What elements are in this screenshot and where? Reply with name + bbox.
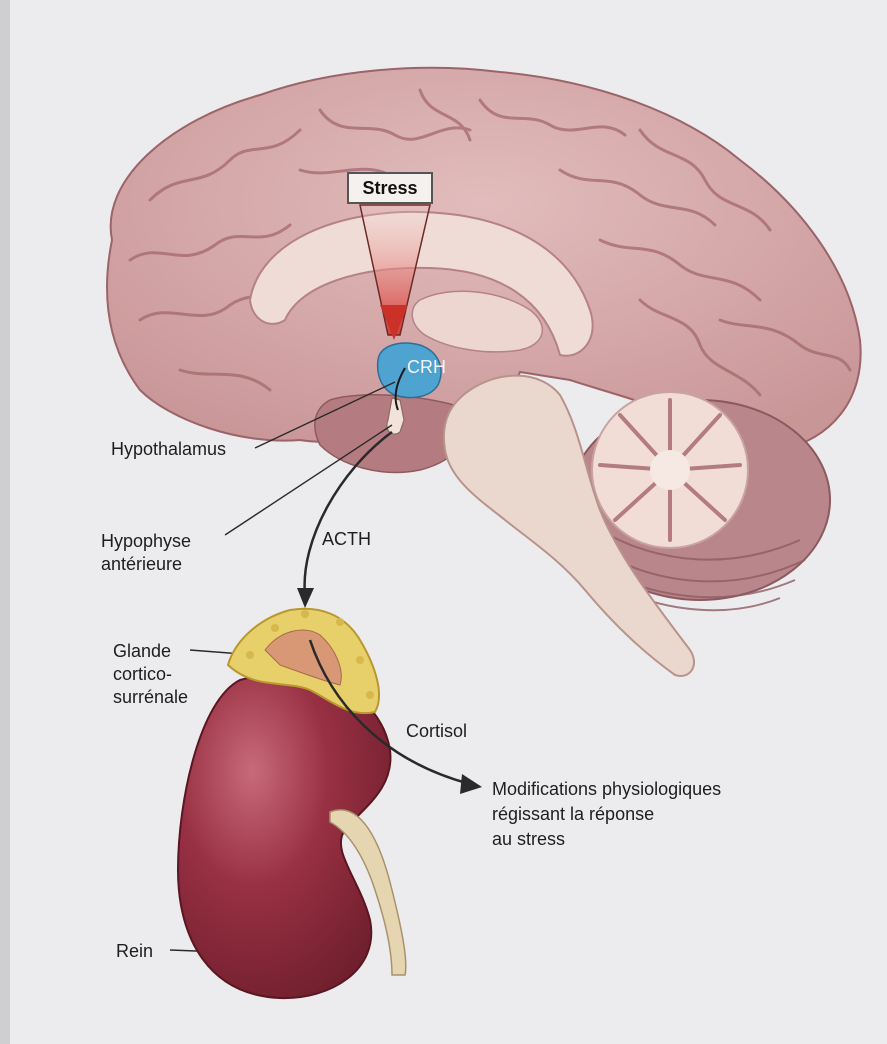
modifications-label-line2: régissant la réponse xyxy=(492,803,654,825)
rein-label: Rein xyxy=(116,940,153,962)
glande-label-line1: Glande xyxy=(113,640,171,662)
crh-label: CRH xyxy=(407,356,446,378)
hypothalamus-label: Hypothalamus xyxy=(111,438,226,460)
modifications-label-line1: Modifications physiologiques xyxy=(492,778,721,800)
stress-label: Stress xyxy=(347,172,433,204)
glande-label-line2: cortico- xyxy=(113,663,172,685)
modifications-label-line3: au stress xyxy=(492,828,565,850)
acth-label: ACTH xyxy=(322,528,371,550)
hypophyse-label-line1: Hypophyse xyxy=(101,530,191,552)
glande-label-line3: surrénale xyxy=(113,686,188,708)
cortisol-label: Cortisol xyxy=(406,720,467,742)
arbor-vitae xyxy=(592,392,748,548)
hypophyse-label-line2: antérieure xyxy=(101,553,182,575)
